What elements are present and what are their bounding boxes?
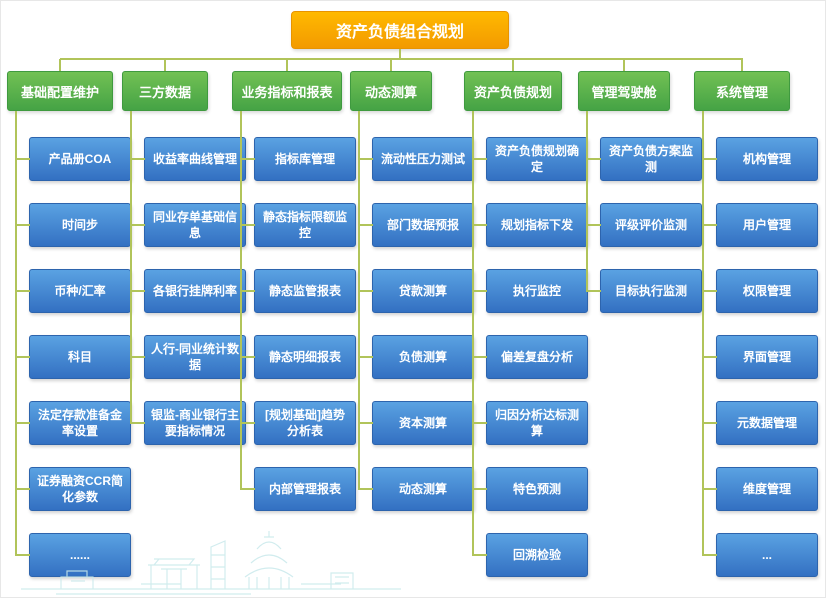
column-header: 系统管理: [694, 71, 790, 111]
diagram-node: 用户管理: [702, 203, 818, 247]
diagram-node: 法定存款准备金率设置: [15, 401, 131, 445]
column-asset-liability-planning: 资产负债规划 资产负债规划确定 规划指标下发 执行监控 偏差复盘分析 归因分析达…: [464, 71, 588, 577]
diagram-node: 规划指标下发: [472, 203, 588, 247]
column-header: 三方数据: [122, 71, 208, 111]
diagram-node: 静态指标限额监控: [240, 203, 356, 247]
diagram-node: ...: [702, 533, 818, 577]
diagram-node: 机构管理: [702, 137, 818, 181]
diagram-node: 目标执行监测: [586, 269, 702, 313]
diagram-node: 静态监管报表: [240, 269, 356, 313]
diagram-node: 银监-商业银行主要指标情况: [130, 401, 246, 445]
diagram-node: 评级评价监测: [586, 203, 702, 247]
column-header: 业务指标和报表: [232, 71, 342, 111]
connector-drop: [623, 59, 625, 72]
diagram-node: 同业存单基础信息: [130, 203, 246, 247]
column-items: 产品册COA 时间步 币种/汇率 科目 法定存款准备金率设置 证券融资CCR简化…: [15, 111, 131, 577]
diagram-node: 偏差复盘分析: [472, 335, 588, 379]
column-items: 资产负债规划确定 规划指标下发 执行监控 偏差复盘分析 归因分析达标测算 特色预…: [472, 111, 588, 577]
diagram-title: 资产负债组合规划: [291, 11, 509, 49]
diagram-node: 部门数据预报: [358, 203, 474, 247]
diagram-node: ......: [15, 533, 131, 577]
column-items: 流动性压力测试 部门数据预报 贷款测算 负债测算 资本测算 动态测算: [358, 111, 474, 511]
diagram-node: 维度管理: [702, 467, 818, 511]
column-management-cockpit: 管理驾驶舱 资产负债方案监测 评级评价监测 目标执行监测: [578, 71, 702, 313]
diagram-node: [规划基础]趋势分析表: [240, 401, 356, 445]
column-header: 管理驾驶舱: [578, 71, 670, 111]
connector-drop: [59, 59, 61, 72]
column-items: 收益率曲线管理 同业存单基础信息 各银行挂牌利率 人行-同业统计数据 银监-商业…: [130, 111, 246, 445]
diagram-node: 内部管理报表: [240, 467, 356, 511]
diagram-node: 回溯检验: [472, 533, 588, 577]
column-business-indicators-reports: 业务指标和报表 指标库管理 静态指标限额监控 静态监管报表 静态明细报表 [规划…: [232, 71, 356, 511]
diagram-node: 特色预测: [472, 467, 588, 511]
diagram-node: 负债测算: [358, 335, 474, 379]
diagram-node: 界面管理: [702, 335, 818, 379]
connector-drop: [390, 59, 392, 72]
connector-drop: [164, 59, 166, 72]
column-items: 指标库管理 静态指标限额监控 静态监管报表 静态明细报表 [规划基础]趋势分析表…: [240, 111, 356, 511]
diagram-node: 静态明细报表: [240, 335, 356, 379]
column-header: 动态测算: [350, 71, 432, 111]
diagram-node: 执行监控: [472, 269, 588, 313]
diagram-node: 人行-同业统计数据: [130, 335, 246, 379]
diagram-node: 收益率曲线管理: [130, 137, 246, 181]
column-items: 机构管理 用户管理 权限管理 界面管理 元数据管理 维度管理 ...: [702, 111, 818, 577]
diagram-node: 资本测算: [358, 401, 474, 445]
diagram-node: 科目: [15, 335, 131, 379]
diagram-node: 币种/汇率: [15, 269, 131, 313]
column-items: 资产负债方案监测 评级评价监测 目标执行监测: [586, 111, 702, 313]
diagram-node: 元数据管理: [702, 401, 818, 445]
diagram-node: 时间步: [15, 203, 131, 247]
diagram-node: 资产负债方案监测: [586, 137, 702, 181]
connector-bus: [60, 58, 743, 60]
diagram-node: 各银行挂牌利率: [130, 269, 246, 313]
connector-drop: [512, 59, 514, 72]
diagram-node: 资产负债规划确定: [472, 137, 588, 181]
connector-trunk: [399, 49, 401, 59]
column-header: 资产负债规划: [464, 71, 562, 111]
diagram-node: 动态测算: [358, 467, 474, 511]
diagram-node: 归因分析达标测算: [472, 401, 588, 445]
diagram-node: 权限管理: [702, 269, 818, 313]
diagram-node: 贷款测算: [358, 269, 474, 313]
diagram-node: 流动性压力测试: [358, 137, 474, 181]
diagram-node: 指标库管理: [240, 137, 356, 181]
column-header: 基础配置维护: [7, 71, 113, 111]
column-third-party-data: 三方数据 收益率曲线管理 同业存单基础信息 各银行挂牌利率 人行-同业统计数据 …: [122, 71, 246, 445]
connector-drop: [741, 59, 743, 72]
diagram-node: 证券融资CCR简化参数: [15, 467, 131, 511]
connector-drop: [286, 59, 288, 72]
column-dynamic-calculation: 动态测算 流动性压力测试 部门数据预报 贷款测算 负债测算 资本测算 动态测算: [350, 71, 474, 511]
diagram-node: 产品册COA: [15, 137, 131, 181]
column-basic-config-maintenance: 基础配置维护 产品册COA 时间步 币种/汇率 科目 法定存款准备金率设置 证券…: [7, 71, 131, 577]
column-system-management: 系统管理 机构管理 用户管理 权限管理 界面管理 元数据管理 维度管理 ...: [694, 71, 818, 577]
